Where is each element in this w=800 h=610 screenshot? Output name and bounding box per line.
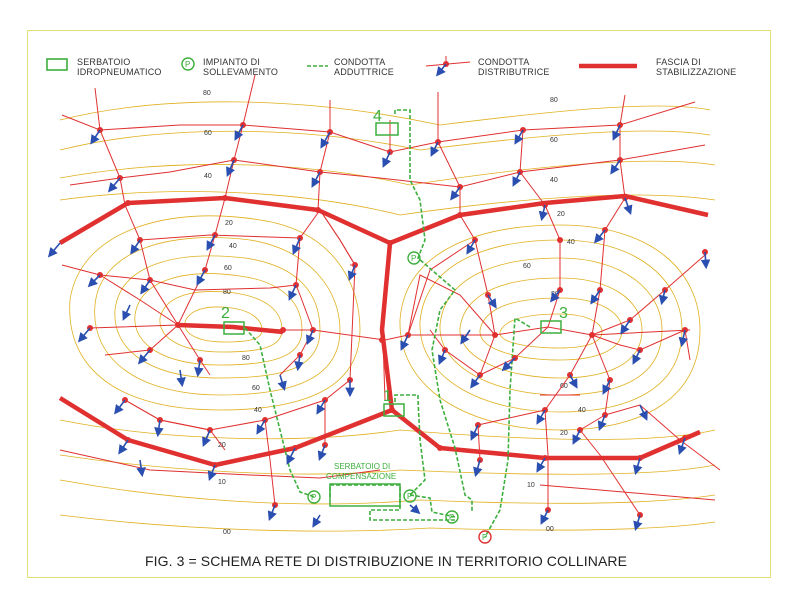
contour-label: 60	[550, 137, 558, 144]
contour-label: 80	[242, 355, 250, 362]
contour-label: 60	[523, 263, 531, 270]
tank-3-label: 3	[559, 305, 568, 322]
svg-text:P: P	[407, 492, 412, 501]
contour-label: 40	[254, 407, 262, 414]
svg-text:P: P	[185, 60, 190, 69]
contour-label: 10	[218, 479, 226, 486]
pump-station	[407, 251, 421, 265]
legend-stabilization-label: FASCIA DI STABILIZZAZIONE	[656, 57, 737, 77]
legend-distribution-icon	[425, 56, 471, 77]
contour-label: 80	[550, 97, 558, 104]
contour-label: 80	[223, 289, 231, 296]
contour-label: 80	[203, 90, 211, 97]
tank-4	[375, 122, 399, 136]
legend-symbols: P	[46, 56, 637, 77]
stabilization-strips	[58, 193, 709, 468]
pump-station	[478, 530, 492, 544]
contour-label: 40	[550, 177, 558, 184]
contour-label: 40	[567, 239, 575, 246]
contour-label: 40	[578, 407, 586, 414]
contour-label: 60	[204, 130, 212, 137]
compensation-tank-label-line2: COMPENSAZIONE	[326, 472, 396, 481]
contour-label: 00	[546, 526, 554, 533]
contour-labels: 80 60 40 20 40 60 80 80 60 40 20 10 00 8…	[203, 90, 586, 536]
figure-caption: FIG. 3 = SCHEMA RETE DI DISTRIBUZIONE IN…	[145, 553, 628, 569]
tank-4-label: 4	[373, 108, 382, 125]
contour-label: 60	[224, 265, 232, 272]
tank-1-label: 1	[383, 388, 392, 405]
svg-text:P: P	[411, 254, 416, 263]
figure-frame	[27, 30, 771, 578]
tank-1	[383, 403, 405, 417]
contour-label: 40	[229, 243, 237, 250]
pumping-stations: P P P P P	[307, 251, 492, 544]
svg-text:P: P	[311, 493, 316, 502]
svg-text:P: P	[482, 533, 487, 542]
compensation-tank	[329, 483, 401, 507]
contour-label: 00	[223, 529, 231, 536]
pneumatic-tanks: 1 2 3 4 SERBATOIO DI COMPENSAZIONE	[221, 108, 568, 507]
contour-label: 20	[557, 211, 565, 218]
contour-label: 60	[252, 385, 260, 392]
legend-distribution-label: CONDOTTA DISTRIBUTRICE	[478, 57, 550, 77]
legend-supply-label: CONDOTTA ADDUTTRICE	[334, 57, 394, 77]
svg-text:P: P	[449, 513, 454, 522]
contour-label: 20	[225, 220, 233, 227]
pump-station	[403, 489, 417, 503]
contour-label: 60	[560, 383, 568, 390]
tank-3	[540, 320, 562, 334]
outflow-arrows	[47, 124, 711, 532]
legend-tank-icon	[46, 58, 68, 71]
pump-station	[445, 510, 459, 524]
pump-station	[307, 490, 321, 504]
legend-pump-label: IMPIANTO DI SOLLEVAMENTO	[203, 57, 279, 77]
tank-2	[223, 321, 245, 335]
compensation-tank-label-line1: SERBATOIO DI	[334, 462, 390, 471]
contour-label: 20	[560, 430, 568, 437]
contour-label: 10	[527, 482, 535, 489]
legend-tank-label: SERBATOIO IDROPNEUMATICO	[77, 57, 162, 77]
contour-label: 40	[204, 173, 212, 180]
legend-pump-icon	[181, 57, 195, 71]
tank-2-label: 2	[221, 305, 230, 322]
